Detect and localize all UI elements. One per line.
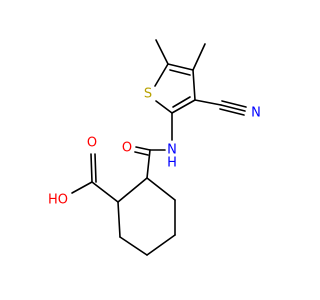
bond-c4-methyl: [192, 43, 206, 71]
bond-carbonyl-o: [135, 146, 151, 151]
sulfur-atom-label: S: [144, 87, 152, 102]
bond-carbonyl-o-double: [134, 151, 149, 156]
acid-carbonyl-oxygen-label: O: [87, 136, 97, 151]
bond-ring-3-4: [146, 234, 176, 256]
molecule-structure: S N N H O O HO: [48, 39, 261, 256]
amide-hydrogen-label: H: [167, 156, 177, 171]
acid-hydroxyl-label: HO: [48, 193, 68, 208]
bond-c5-c4-double: [169, 69, 191, 76]
bond-layer: [71, 39, 247, 256]
bond-c3-c2: [171, 99, 196, 114]
bond-acid-oh: [71, 181, 93, 194]
bond-ring-6-1: [117, 177, 148, 203]
bond-acid-carbonyl-o: [90, 153, 93, 183]
bond-c3-cn: [194, 99, 222, 106]
bond-c3-c2-double: [172, 96, 191, 108]
bond-c5-methyl: [155, 39, 169, 65]
bond-acid-carbonyl-o-double: [94, 153, 97, 183]
bond-cn-triple-1: [220, 104, 246, 112]
nitrile-nitrogen-label: N: [251, 106, 261, 121]
bond-carbonyl-ring: [146, 149, 151, 179]
bond-c2-s: [155, 100, 173, 114]
bond-cn-triple-3: [219, 108, 245, 116]
atom-label-layer: S N N H O O HO: [48, 87, 261, 208]
amide-oxygen-label: O: [122, 141, 132, 156]
bond-cn-triple-2: [221, 100, 247, 108]
bond-ring-4-5: [119, 236, 148, 256]
bond-ring-acid-carbon: [91, 181, 119, 203]
bond-c5-c4: [167, 63, 194, 71]
amide-nitrogen-label: N: [167, 143, 177, 158]
bond-ring-1-2: [146, 177, 176, 201]
bond-s-c5: [154, 63, 169, 87]
bond-c4-c3: [192, 69, 196, 101]
bond-ring-5-6: [117, 201, 121, 238]
